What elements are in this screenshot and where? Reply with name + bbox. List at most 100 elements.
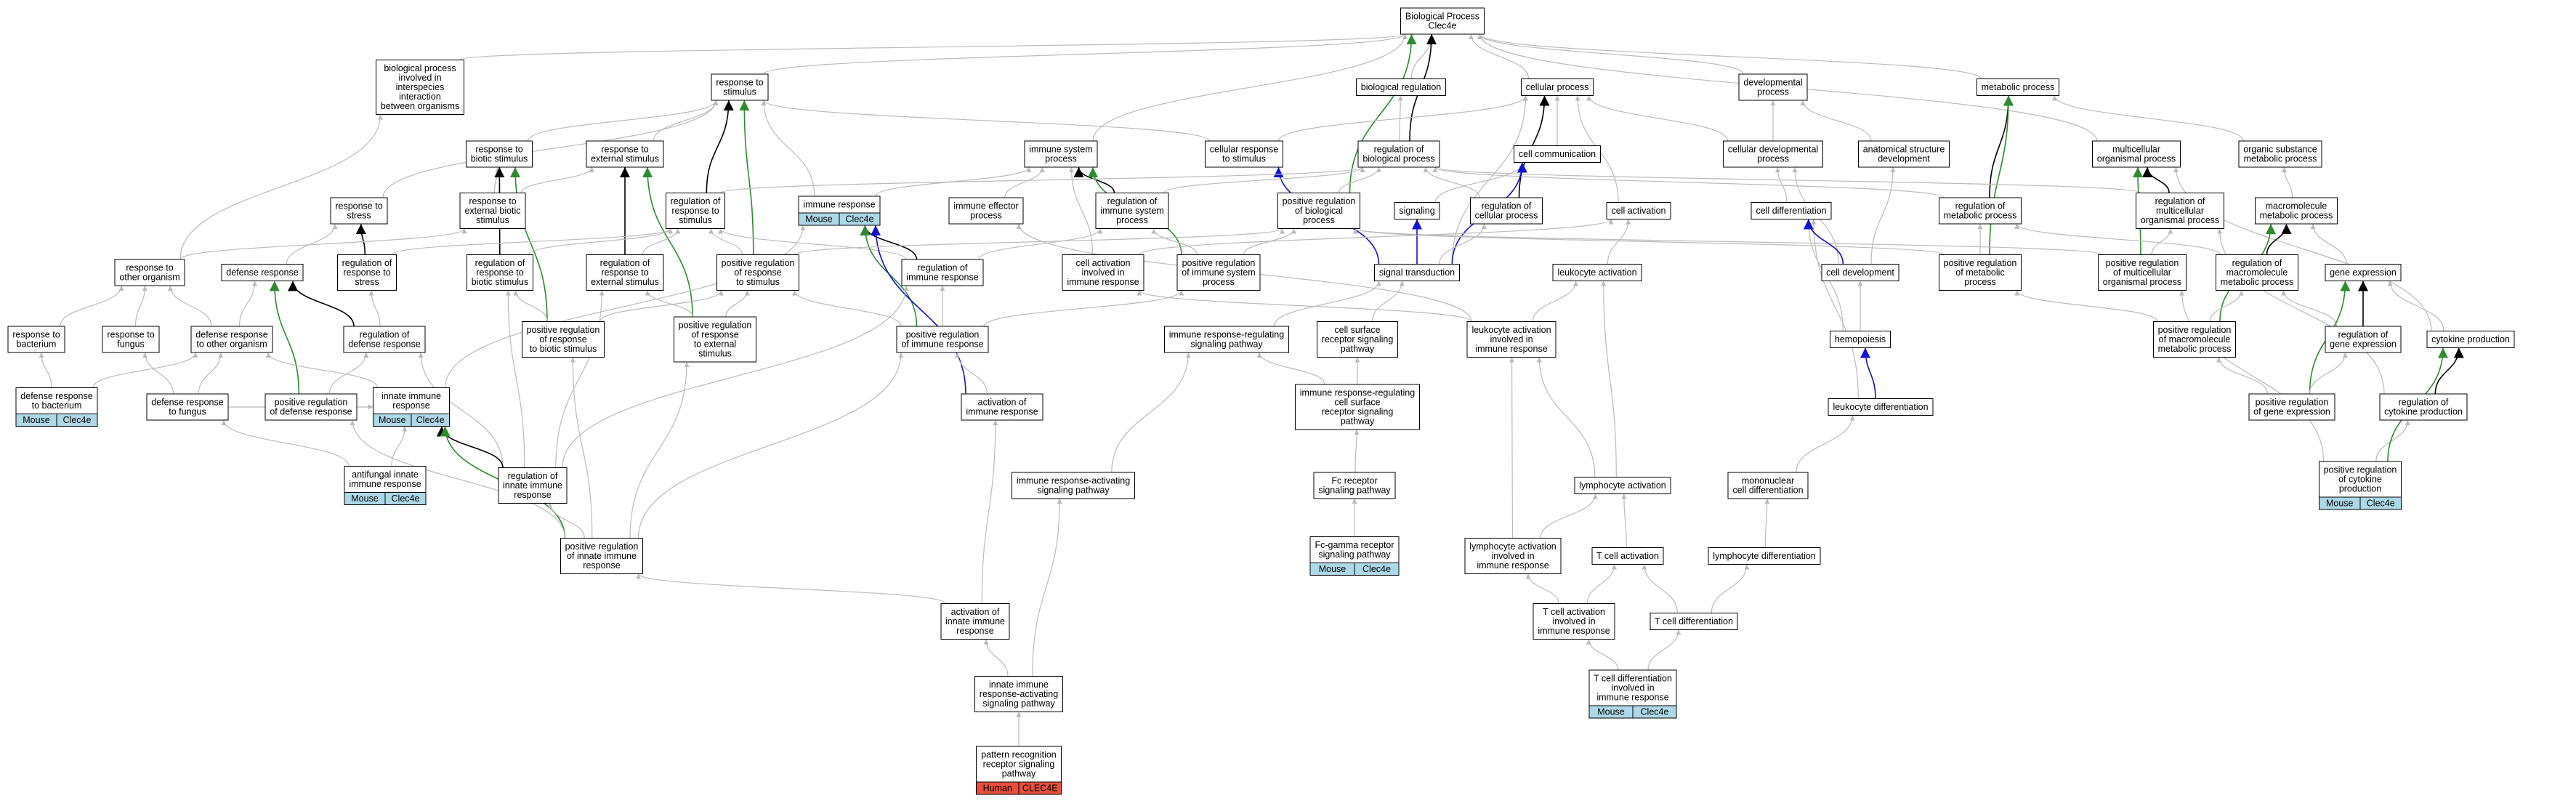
gene-chip xyxy=(1354,563,1400,576)
node-label-line: process xyxy=(1045,154,1077,164)
go-term-node[interactable]: cellular process xyxy=(1521,78,1594,96)
node-box xyxy=(221,264,304,281)
go-term-node[interactable]: lymphocyte activation xyxy=(1574,477,1671,494)
node-label-line: stimulus xyxy=(679,215,712,225)
go-term-node[interactable]: metabolic process xyxy=(1977,78,2059,96)
node-label-line: leukocyte activation xyxy=(1557,267,1636,278)
edge-is-a xyxy=(459,33,1408,61)
node-label-line: innate immune xyxy=(381,391,441,401)
go-term-node[interactable]: signaling xyxy=(1394,202,1440,219)
go-term-node[interactable]: lymphocyte differentiation xyxy=(1708,547,1821,565)
go-term-node[interactable]: cell activation xyxy=(1606,202,1671,219)
go-term-node[interactable]: biological regulation xyxy=(1356,78,1446,96)
go-term-node[interactable]: signal transduction xyxy=(1374,264,1460,281)
go-term-node[interactable]: hemopoiesis xyxy=(1830,331,1891,348)
go-term-node[interactable]: defense response xyxy=(221,264,304,281)
node-box xyxy=(467,254,533,291)
go-term-node[interactable]: T cell activation xyxy=(1591,547,1664,565)
go-term-node[interactable]: cell development xyxy=(1821,264,1899,281)
node-box xyxy=(976,746,1062,783)
go-term-node[interactable]: leukocyte differentiation xyxy=(1828,398,1934,416)
node-label-line: metabolic process xyxy=(1944,211,2017,221)
edge-is-a xyxy=(2151,228,2173,255)
go-term-node[interactable]: innate immuneresponse-activatingsignalin… xyxy=(974,676,1063,712)
node-box xyxy=(1024,140,1098,168)
go-term-node[interactable]: cell communication xyxy=(1514,145,1601,163)
go-term-node[interactable]: cytokine production xyxy=(2426,331,2515,348)
go-term-node[interactable]: gene expression xyxy=(2325,264,2402,281)
go-term-node[interactable]: leukocyte activation xyxy=(1552,264,1642,281)
go-term-node[interactable]: cell differentiation xyxy=(1751,202,1832,219)
go-term-node[interactable]: T cell differentiation xyxy=(1650,613,1738,630)
